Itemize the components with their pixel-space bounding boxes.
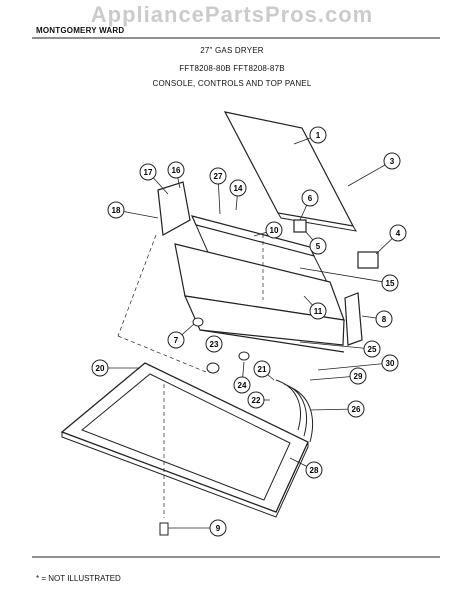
callout-27: 27 [209, 167, 227, 185]
callout-8: 8 [375, 310, 393, 328]
callout-label: 24 [238, 381, 247, 390]
callout-18: 18 [107, 201, 125, 219]
timer [357, 251, 379, 269]
callout-25: 25 [363, 340, 381, 358]
callout-label: 1 [316, 131, 321, 140]
callout-22: 22 [247, 391, 265, 409]
callout-label: 8 [382, 315, 387, 324]
callout-28: 28 [305, 461, 323, 479]
callout-7: 7 [167, 331, 185, 349]
back-panel-edge [277, 212, 357, 232]
callout-21: 21 [253, 360, 271, 378]
callout-3: 3 [383, 152, 401, 170]
switch [293, 219, 307, 233]
callout-label: 16 [172, 166, 181, 175]
wire-harness [275, 379, 313, 443]
console-trim [199, 329, 345, 353]
callout-17: 17 [139, 163, 157, 181]
callout-label: 22 [252, 396, 261, 405]
callout-label: 21 [258, 365, 267, 374]
callout-label: 14 [234, 184, 243, 193]
callout-label: 20 [96, 364, 105, 373]
knob-small [192, 317, 204, 327]
callout-6: 6 [301, 189, 319, 207]
callout-label: 10 [270, 226, 279, 235]
callout-label: 9 [216, 524, 221, 533]
callout-label: 7 [174, 336, 179, 345]
callout-30: 30 [381, 354, 399, 372]
callout-label: 11 [314, 307, 323, 316]
callout-label: 29 [354, 372, 363, 381]
callout-label: 3 [390, 157, 395, 166]
callout-29: 29 [349, 367, 367, 385]
callout-1: 1 [309, 126, 327, 144]
callout-label: 25 [368, 345, 377, 354]
top-panel-edge [61, 432, 309, 518]
footnote: * = NOT ILLUSTRATED [36, 574, 121, 583]
callout-label: 26 [352, 405, 361, 414]
callout-label: 23 [210, 340, 219, 349]
callout-5: 5 [309, 237, 327, 255]
callout-24: 24 [233, 376, 251, 394]
foot [159, 522, 169, 536]
knob-push [238, 351, 250, 361]
callout-9: 9 [209, 519, 227, 537]
knob [206, 362, 220, 374]
right-end-cap [344, 292, 363, 346]
brand-label: MONTGOMERY WARD [36, 26, 125, 35]
callout-label: 5 [316, 242, 321, 251]
back-panel [223, 111, 355, 227]
callout-label: 4 [396, 229, 401, 238]
model-numbers: FFT8208-80B FFT8208-87B [179, 64, 285, 73]
callout-4: 4 [389, 224, 407, 242]
callout-23: 23 [205, 335, 223, 353]
callout-group: 1 3 17 16 27 14 6 18 10 5 4 15 11 8 7 23… [91, 126, 407, 537]
callout-11: 11 [309, 302, 327, 320]
callout-14: 14 [229, 179, 247, 197]
left-end-cap [157, 181, 191, 236]
callout-label: 30 [386, 359, 395, 368]
callout-label: 18 [112, 206, 121, 215]
callout-16: 16 [167, 161, 185, 179]
callout-label: 17 [144, 168, 153, 177]
callout-26: 26 [347, 400, 365, 418]
callout-label: 27 [214, 172, 223, 181]
section-title: CONSOLE, CONTROLS AND TOP PANEL [152, 79, 312, 88]
callout-label: 15 [386, 279, 395, 288]
callout-10: 10 [265, 221, 283, 239]
diagram-title: 27" GAS DRYER [200, 46, 264, 55]
callout-20: 20 [91, 359, 109, 377]
watermark: AppliancePartsPros.com [90, 2, 374, 27]
callout-label: 28 [310, 466, 319, 475]
callout-label: 6 [308, 194, 313, 203]
callout-15: 15 [381, 274, 399, 292]
top-panel-recess [81, 373, 291, 501]
assembly-guides [117, 234, 264, 518]
